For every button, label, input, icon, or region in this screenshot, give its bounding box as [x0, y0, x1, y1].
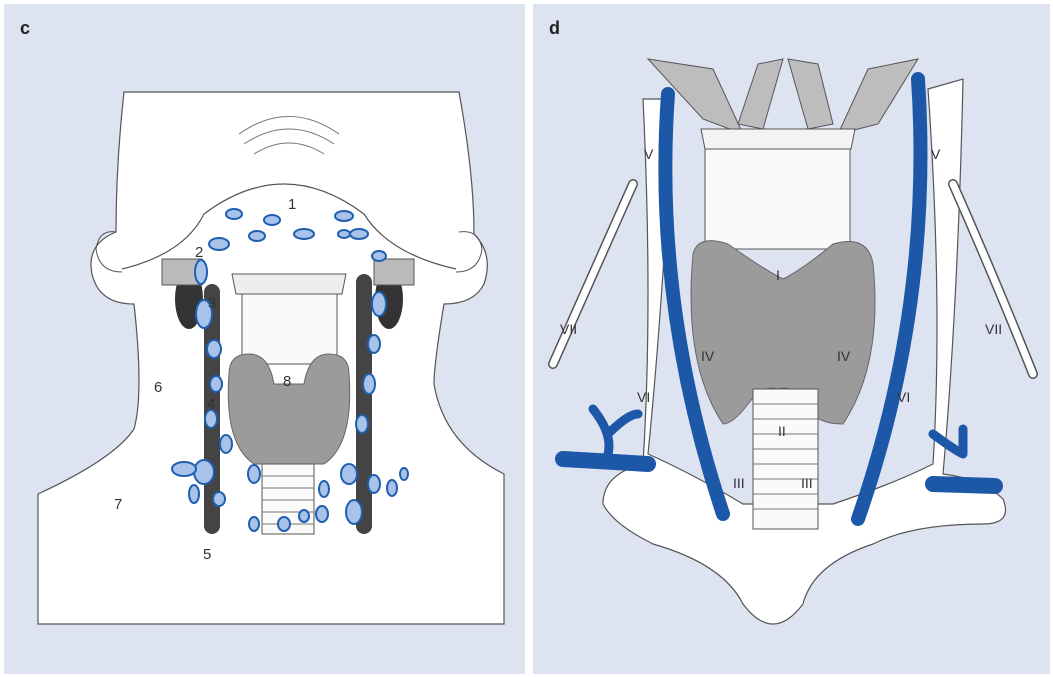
right-muscle-fibers: [374, 259, 414, 285]
panel-d: d V V VII: [533, 4, 1050, 674]
panel-d-illustration: V V VII VII VI VI IV IV I II III III: [533, 4, 1050, 674]
panel-c-illustration: 1 2 3 4 5 6 7 8: [4, 4, 525, 674]
left-outer-vessel-fill: [553, 184, 633, 364]
thyroid-cartilage: [705, 149, 850, 249]
left-subclavian-vein: [563, 459, 648, 464]
right-jugular: [356, 274, 372, 534]
label-1: 1: [288, 196, 296, 213]
right-outer-vessel-fill: [953, 184, 1033, 374]
hyoid: [232, 274, 346, 294]
label-vii-right: VII: [985, 321, 1002, 337]
label-7: 7: [114, 496, 122, 513]
label-iv-right: IV: [837, 348, 851, 364]
label-5: 5: [203, 546, 211, 563]
label-vii-left: VII: [560, 321, 577, 337]
label-i: I: [776, 267, 780, 283]
thyroid-cartilage-top: [701, 129, 855, 149]
right-strap-muscles-2: [838, 59, 918, 134]
label-6: 6: [154, 379, 162, 396]
label-3: 3: [208, 295, 216, 312]
label-4: 4: [207, 396, 215, 413]
label-iii-left: III: [733, 475, 745, 491]
label-v-left: V: [644, 146, 654, 162]
right-subclavian-vein: [933, 484, 995, 486]
label-iii-right: III: [801, 475, 813, 491]
left-strap-muscles-2: [738, 59, 783, 129]
panel-c: c: [4, 4, 525, 674]
label-8: 8: [283, 373, 291, 390]
label-2: 2: [195, 244, 203, 261]
label-iv-left: IV: [701, 348, 715, 364]
label-vi-right: VI: [897, 389, 910, 405]
label-v-right: V: [931, 146, 941, 162]
thyroid-cartilage: [242, 294, 337, 364]
label-ii: II: [778, 423, 786, 439]
left-branch-vein: [593, 409, 638, 454]
right-strap-muscles: [788, 59, 833, 129]
trachea: [753, 389, 818, 529]
label-vi-left: VI: [637, 389, 650, 405]
